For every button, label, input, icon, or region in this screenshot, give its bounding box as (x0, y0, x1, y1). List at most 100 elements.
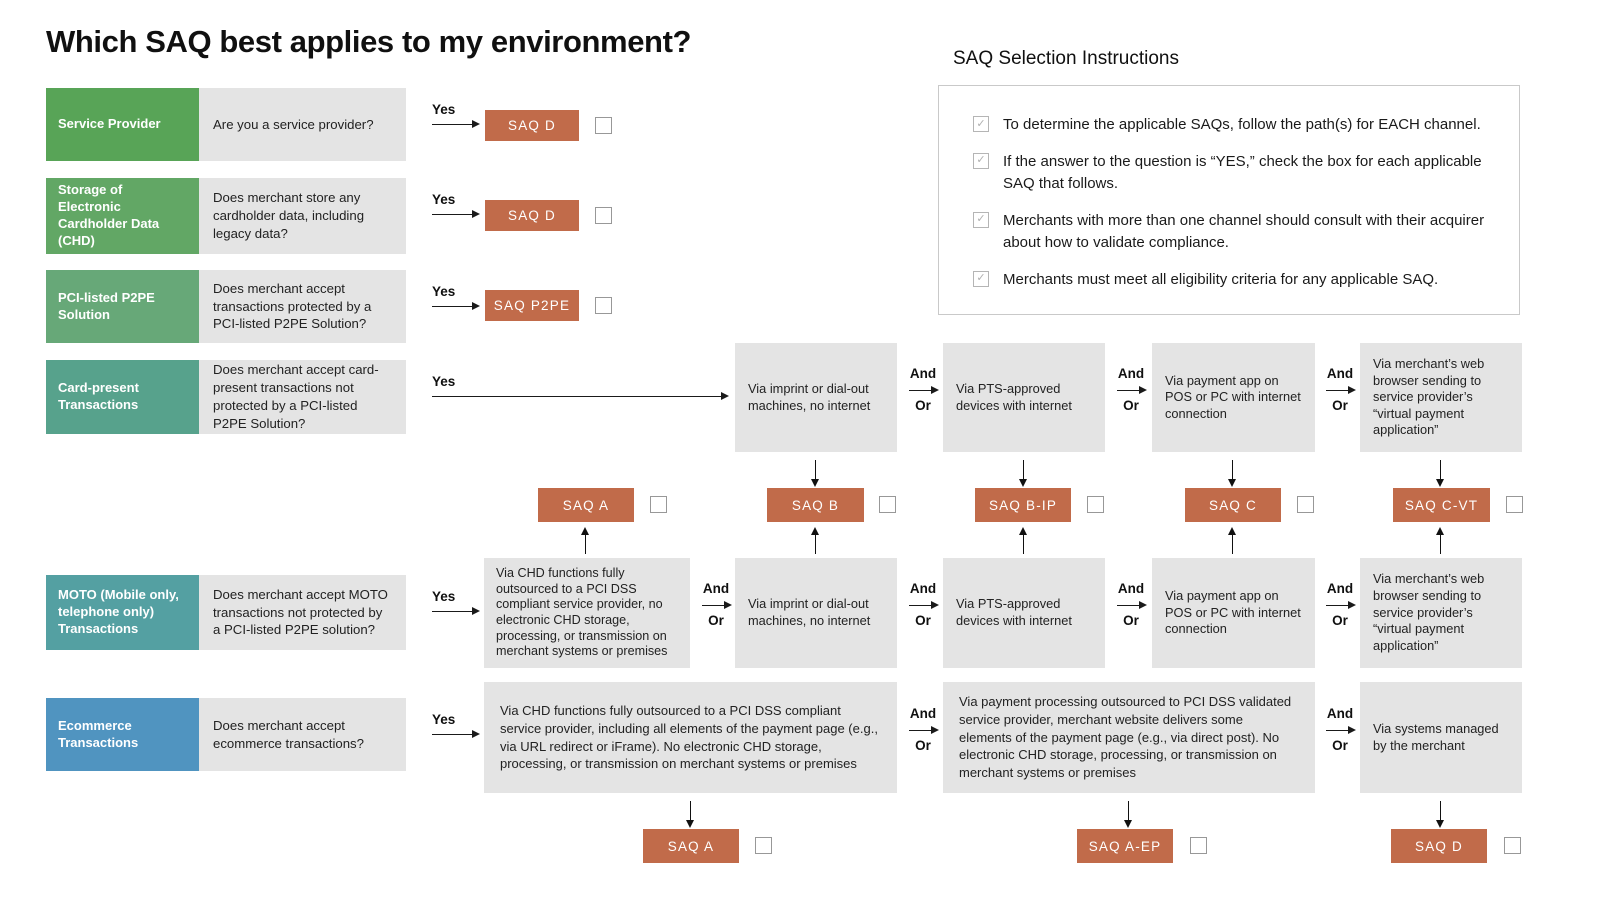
saq-checkbox-d-bottom[interactable] (1504, 837, 1521, 854)
up-arrow-icon (1227, 527, 1236, 554)
and-label: And (909, 581, 937, 596)
yes-label: Yes (432, 712, 456, 727)
saq-checkbox-c[interactable] (1297, 496, 1314, 513)
saq-checkbox-c-vt[interactable] (1506, 496, 1523, 513)
saq-chip-d-service-provider: SAQ D (485, 110, 579, 141)
right-arrow-icon (432, 302, 480, 310)
right-arrow-icon (1117, 600, 1147, 609)
saq-chip-d-storage: SAQ D (485, 200, 579, 231)
page-title: Which SAQ best applies to my environment… (46, 24, 692, 59)
down-arrow-icon (810, 460, 819, 487)
flow-box-card-present-payment-app: Via payment app on POS or PC with intern… (1152, 343, 1315, 452)
instructions-panel: To determine the applicable SAQs, follow… (938, 85, 1520, 315)
channel-question-ecommerce: Does merchant accept ecommerce transacti… (199, 698, 406, 771)
and-label: And (909, 366, 937, 381)
saq-checkbox-a-bottom[interactable] (755, 837, 772, 854)
right-arrow-icon (1117, 385, 1147, 394)
flow-box-moto-web-browser: Via merchant’s web browser sending to se… (1360, 558, 1522, 668)
instruction-checkbox[interactable] (973, 116, 989, 132)
flow-box-moto-imprint: Via imprint or dial-out machines, no int… (735, 558, 897, 668)
down-arrow-icon (685, 801, 694, 828)
saq-chip-p2pe: SAQ P2PE (485, 290, 579, 321)
down-arrow-icon (1435, 460, 1444, 487)
up-arrow-icon (1435, 527, 1444, 554)
flow-box-ecom-direct-post: Via payment processing outsourced to PCI… (943, 682, 1315, 793)
yes-label: Yes (432, 102, 456, 117)
saq-chip-a-bottom: SAQ A (643, 829, 739, 863)
right-arrow-icon (432, 392, 729, 400)
or-label: Or (915, 612, 931, 628)
down-arrow-icon (1018, 460, 1027, 487)
or-label: Or (708, 612, 724, 628)
and-or-connector: And Or (903, 366, 943, 414)
instruction-checkbox[interactable] (973, 152, 989, 169)
flow-box-moto-payment-app: Via payment app on POS or PC with intern… (1152, 558, 1315, 668)
right-arrow-icon (432, 730, 480, 738)
or-label: Or (915, 737, 931, 753)
and-label: And (1117, 581, 1145, 596)
and-label: And (1326, 706, 1354, 721)
right-arrow-icon (909, 600, 939, 609)
right-arrow-icon (1326, 600, 1356, 609)
or-label: Or (1332, 612, 1348, 628)
saq-chip-a: SAQ A (538, 488, 634, 522)
saq-checkbox-d-service-provider[interactable] (595, 117, 612, 134)
instruction-item: Merchants with more than one channel sho… (973, 210, 1493, 255)
saq-chip-a-ep: SAQ A-EP (1077, 829, 1173, 863)
right-arrow-icon (909, 385, 939, 394)
saq-chip-c: SAQ C (1185, 488, 1281, 522)
yes-label: Yes (432, 192, 456, 207)
flow-box-moto-outsourced: Via CHD functions fully outsourced to a … (484, 558, 690, 668)
right-arrow-icon (702, 600, 732, 609)
flow-box-ecom-outsourced: Via CHD functions fully outsourced to a … (484, 682, 897, 793)
and-or-connector: And Or (903, 706, 943, 754)
down-arrow-icon (1435, 801, 1444, 828)
channel-label-ecommerce: Ecommerce Transactions (46, 698, 199, 771)
up-arrow-icon (1018, 527, 1027, 554)
flow-box-card-present-web-browser: Via merchant’s web browser sending to se… (1360, 343, 1522, 452)
saq-chip-d-bottom: SAQ D (1391, 829, 1487, 863)
channel-question-storage-chd: Does merchant store any cardholder data,… (199, 178, 406, 254)
instruction-text: If the answer to the question is “YES,” … (1003, 152, 1482, 193)
right-arrow-icon (432, 210, 480, 218)
saq-checkbox-a-ep[interactable] (1190, 837, 1207, 854)
channel-question-moto: Does merchant accept MOTO transactions n… (199, 575, 406, 650)
instruction-item: If the answer to the question is “YES,” … (973, 151, 1493, 196)
instruction-text: To determine the applicable SAQs, follow… (1003, 116, 1481, 133)
right-arrow-icon (432, 120, 480, 128)
yes-label: Yes (432, 374, 456, 389)
and-or-connector: And Or (1111, 581, 1151, 629)
saq-checkbox-d-storage[interactable] (595, 207, 612, 224)
instruction-checkbox[interactable] (973, 270, 989, 287)
and-label: And (1117, 366, 1145, 381)
channel-label-service-provider: Service Provider (46, 88, 199, 161)
and-label: And (1326, 366, 1354, 381)
or-label: Or (1332, 397, 1348, 413)
flow-box-card-present-pts: Via PTS-approved devices with internet (943, 343, 1105, 452)
saq-chip-c-vt: SAQ C-VT (1393, 488, 1490, 522)
flow-box-moto-pts: Via PTS-approved devices with internet (943, 558, 1105, 668)
saq-checkbox-a[interactable] (650, 496, 667, 513)
or-label: Or (1123, 612, 1139, 628)
channel-question-card-present: Does merchant accept card-present transa… (199, 360, 406, 434)
channel-label-card-present: Card-present Transactions (46, 360, 199, 434)
saq-checkbox-b-ip[interactable] (1087, 496, 1104, 513)
and-or-connector: And Or (1320, 366, 1360, 414)
channel-label-storage-chd: Storage of Electronic Cardholder Data (C… (46, 178, 199, 254)
right-arrow-icon (909, 725, 939, 734)
instruction-checkbox[interactable] (973, 211, 989, 228)
saq-checkbox-b[interactable] (879, 496, 896, 513)
saq-chip-b: SAQ B (767, 488, 864, 522)
flow-box-ecom-merchant-systems: Via systems managed by the merchant (1360, 682, 1522, 793)
right-arrow-icon (1326, 385, 1356, 394)
instruction-text: Merchants with more than one channel sho… (1003, 211, 1485, 252)
down-arrow-icon (1227, 460, 1236, 487)
or-label: Or (915, 397, 931, 413)
right-arrow-icon (432, 607, 480, 615)
instruction-text: Merchants must meet all eligibility crit… (1003, 270, 1439, 288)
and-or-connector: And Or (696, 581, 736, 629)
saq-checkbox-p2pe[interactable] (595, 297, 612, 314)
yes-label: Yes (432, 589, 456, 604)
and-label: And (702, 581, 730, 596)
